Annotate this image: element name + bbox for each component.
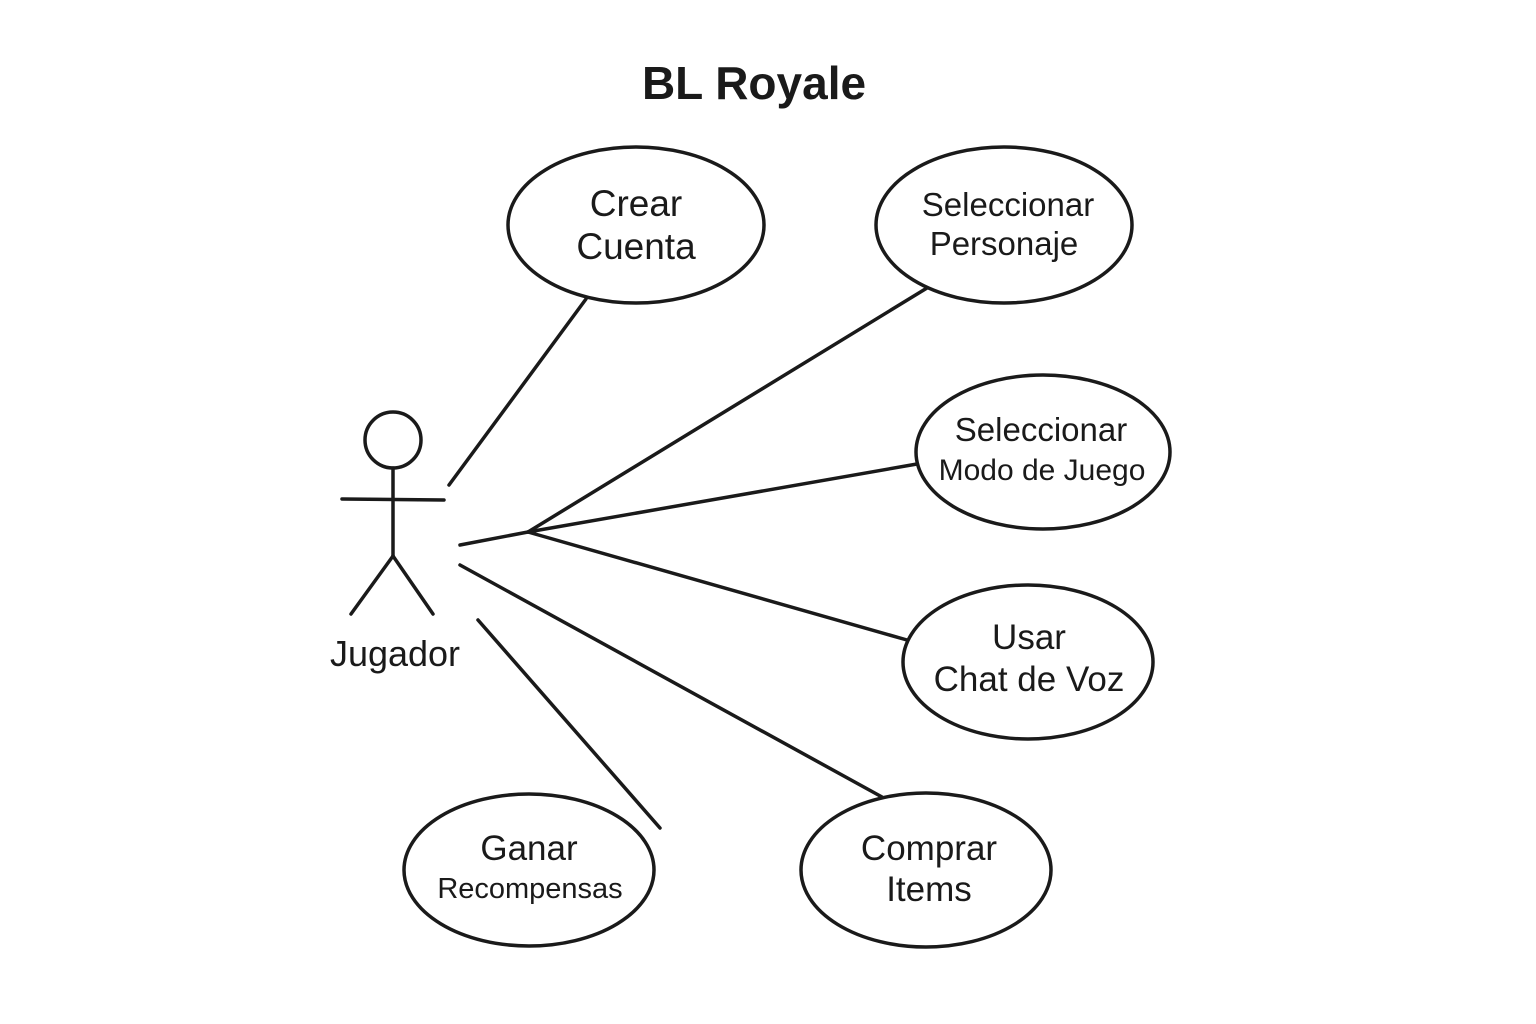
- association-ganar-recompensas: [476, 618, 662, 830]
- use-case-label-line2: Cuenta: [576, 226, 696, 267]
- association-comprar-items: [458, 563, 884, 799]
- actor-label: Jugador: [330, 633, 460, 674]
- use-case-label-line2: Recompensas: [437, 873, 622, 905]
- actor-arms: [340, 497, 446, 502]
- use-case-usar-chat-voz: Usar Chat de Voz: [901, 583, 1155, 741]
- use-case-ellipse: [874, 145, 1134, 305]
- use-case-ellipse: [402, 792, 656, 948]
- diagram-title: BL Royale: [642, 57, 866, 109]
- actor-left-leg: [349, 554, 395, 616]
- use-case-label-line2: Chat de Voz: [934, 660, 1125, 699]
- use-case-label-line1: Seleccionar: [955, 411, 1127, 448]
- use-case-label-line1: Seleccionar: [922, 186, 1094, 223]
- use-case-ganar-recompensas: Ganar Recompensas: [402, 792, 656, 948]
- use-case-label-line2: Items: [886, 870, 972, 909]
- association-seleccionar-personaje: [526, 286, 929, 534]
- actor-jugador: Jugador: [330, 410, 460, 674]
- use-case-label-line1: Usar: [992, 618, 1066, 657]
- associations: [447, 286, 929, 830]
- use-case-label-line1: Comprar: [861, 829, 997, 868]
- use-case-ellipse: [914, 373, 1172, 531]
- use-case-seleccionar-modo: Seleccionar Modo de Juego: [914, 373, 1172, 531]
- use-case-label-line2: Modo de Juego: [939, 454, 1146, 487]
- use-case-label-line2: Personaje: [930, 225, 1079, 262]
- use-case-label-line1: Ganar: [480, 829, 578, 868]
- use-case-ellipse: [901, 583, 1155, 741]
- association-trunk: [458, 530, 530, 547]
- actor-right-leg: [391, 554, 435, 616]
- association-seleccionar-modo: [526, 462, 919, 534]
- association-usar-chat-voz: [526, 530, 909, 642]
- actor-head: [363, 410, 423, 470]
- use-case-comprar-items: Comprar Items: [799, 791, 1053, 949]
- use-case-label-line1: Crear: [590, 183, 683, 224]
- use-case-ellipse: [799, 791, 1053, 949]
- association-crear-cuenta: [447, 297, 588, 487]
- use-case-ellipse: [506, 145, 766, 305]
- use-case-seleccionar-personaje: Seleccionar Personaje: [874, 145, 1134, 305]
- use-case-crear-cuenta: Crear Cuenta: [506, 145, 766, 305]
